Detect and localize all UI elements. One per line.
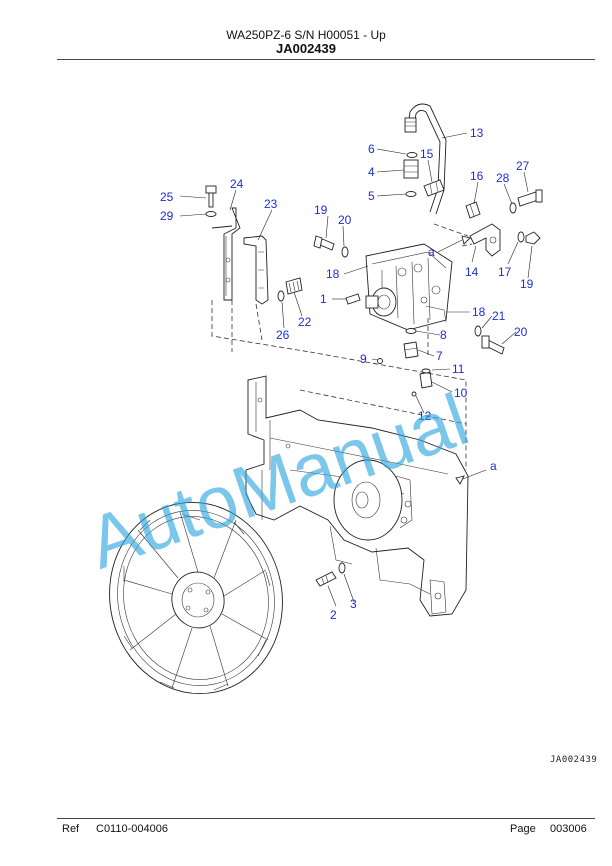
- leader-lines: [179, 132, 533, 607]
- callout-16: 16: [470, 169, 484, 183]
- washer-17: [517, 231, 525, 243]
- o-ring-8: [405, 328, 417, 334]
- page-label: Page: [510, 823, 536, 835]
- page-value: 003006: [550, 823, 587, 835]
- callout-4: 4: [368, 165, 375, 179]
- key-1: [345, 293, 361, 305]
- bolt-22: [285, 277, 303, 295]
- callout-29: 29: [160, 209, 174, 223]
- o-ring-12: [411, 391, 417, 397]
- ref-value: C0110-004006: [96, 823, 168, 835]
- bolt-20-lower: [481, 335, 505, 355]
- o-ring-9: [377, 358, 383, 364]
- bracket-26: [243, 235, 269, 305]
- ref-letter-a-lower: a: [490, 459, 497, 473]
- callout-3: 3: [350, 597, 357, 611]
- callout-20b: 20: [514, 325, 528, 339]
- bolt-20-upper: [313, 235, 335, 251]
- elbow-15: [423, 179, 445, 197]
- washer-21-lower: [474, 325, 482, 337]
- bracket-27: [211, 207, 241, 301]
- callouts: 25 29 24 23 19 20 18 1 26 22 6 4 5 15 13…: [160, 126, 534, 622]
- bolt-2: [315, 571, 337, 587]
- callout-26: 23: [264, 197, 278, 211]
- watermark: AutoManual: [78, 377, 478, 584]
- washer-23: [277, 290, 285, 302]
- callout-18: 19: [520, 277, 534, 291]
- callout-1: 1: [320, 292, 327, 306]
- callout-17: 17: [498, 265, 512, 279]
- callout-21b: 21: [492, 309, 506, 323]
- drawing-code: JA002439: [550, 755, 597, 765]
- fan-frame: [245, 375, 469, 617]
- callout-2: 2: [330, 608, 337, 622]
- callout-10: 10: [454, 386, 468, 400]
- callout-9: 9: [360, 352, 367, 366]
- washer-21-upper: [341, 246, 349, 258]
- callout-8: 8: [440, 328, 447, 342]
- callout-19a: 18: [326, 267, 340, 281]
- callout-14: 14: [465, 265, 479, 279]
- callout-28: 25: [160, 190, 174, 204]
- callout-13: 13: [470, 126, 484, 140]
- o-ring-5: [405, 191, 417, 197]
- washer-3: [338, 562, 346, 574]
- clamp-16: [465, 201, 481, 219]
- callout-15: 15: [420, 147, 434, 161]
- callout-11: 11: [452, 362, 465, 376]
- callout-12: 12: [418, 409, 432, 423]
- o-ring-11: [421, 368, 431, 374]
- callout-23: 26: [276, 328, 290, 342]
- footer-rule: [57, 818, 595, 819]
- cooling-fan: [109, 501, 283, 695]
- washer-25: [509, 202, 517, 214]
- callout-7: 7: [436, 349, 443, 363]
- callout-24: 27: [516, 159, 530, 173]
- bolt-28: [205, 185, 217, 208]
- elbow-7: [403, 341, 419, 359]
- hydraulic-pump: [365, 243, 453, 331]
- callout-20a: 19: [314, 203, 328, 217]
- callout-25: 28: [496, 171, 510, 185]
- callout-6: 6: [368, 142, 375, 156]
- callout-27: 24: [230, 177, 244, 191]
- bolt-24: [517, 189, 543, 207]
- tube-13: [404, 103, 447, 215]
- fitting-4: [403, 159, 419, 179]
- callout-21a: 20: [338, 213, 352, 227]
- callout-19b: 18: [472, 305, 486, 319]
- callout-22: 22: [298, 315, 312, 329]
- o-ring-6: [406, 152, 418, 158]
- bracket-14: [469, 223, 501, 257]
- ref-label: Ref: [62, 823, 80, 835]
- model-title: WA250PZ-6 S/N H00051 - Up: [226, 28, 386, 42]
- nut-18: [525, 231, 541, 245]
- doc-id: JA002439: [276, 41, 336, 56]
- washer-29: [205, 211, 217, 217]
- ref-letter-a-upper: a: [428, 245, 435, 259]
- header-rule: [57, 59, 595, 60]
- exploded-parts-diagram: 25 29 24 23 19 20 18 1 26 22 6 4 5 15 13…: [78, 103, 597, 765]
- callout-5: 5: [368, 189, 375, 203]
